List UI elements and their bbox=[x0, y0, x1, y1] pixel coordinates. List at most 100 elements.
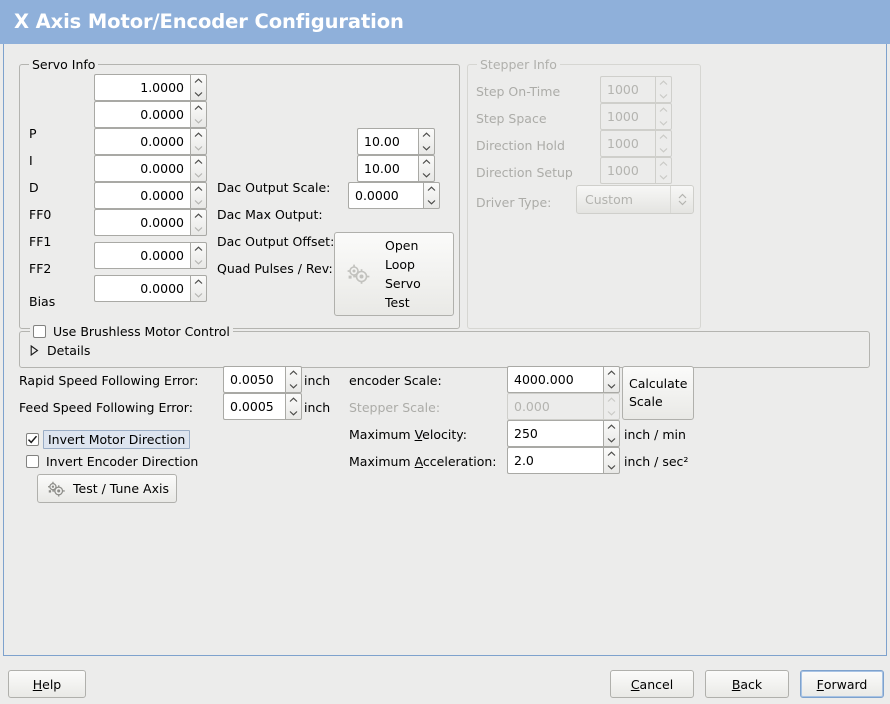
calculate-scale-button[interactable]: Calculate Scale bbox=[622, 366, 694, 420]
dac-output-offset-buttons[interactable] bbox=[423, 182, 440, 209]
spin-up-icon[interactable] bbox=[604, 421, 619, 434]
spin-down-icon[interactable] bbox=[424, 196, 439, 209]
dac-output-scale-value[interactable]: 10.00 bbox=[357, 128, 418, 155]
dac-max-output-value[interactable]: 10.00 bbox=[357, 155, 418, 182]
rapid-following-error-buttons[interactable] bbox=[285, 366, 302, 393]
servo-spin-p-value[interactable]: 1.0000 bbox=[94, 74, 190, 101]
feed-following-error-value[interactable]: 0.0005 bbox=[223, 393, 285, 420]
maximum-acceleration-value[interactable]: 2.0 bbox=[507, 447, 603, 474]
servo-spin-ff0-buttons[interactable] bbox=[190, 155, 207, 182]
spin-up-icon[interactable] bbox=[191, 210, 206, 223]
spin-down-icon[interactable] bbox=[191, 223, 206, 236]
servo-spin-ff2[interactable]: 0.0000 bbox=[94, 209, 207, 236]
dac-max-output-spin[interactable]: 10.00 bbox=[357, 155, 435, 182]
servo-spin-d-buttons[interactable] bbox=[190, 128, 207, 155]
maximum-velocity-spin[interactable]: 250 bbox=[507, 420, 620, 447]
servo-spin-i-value[interactable]: 0.0000 bbox=[94, 101, 190, 128]
spin-up-icon[interactable] bbox=[604, 367, 619, 380]
maximum-velocity-buttons[interactable] bbox=[603, 420, 620, 447]
spin-up-icon[interactable] bbox=[424, 183, 439, 196]
maximum-acceleration-spin[interactable]: 2.0 bbox=[507, 447, 620, 474]
spin-down-icon[interactable] bbox=[604, 434, 619, 447]
servo-spin-ff1-buttons[interactable] bbox=[190, 182, 207, 209]
servo-spin-p-buttons[interactable] bbox=[190, 74, 207, 101]
invert-motor-direction-checkbox[interactable]: Invert Motor Direction bbox=[26, 430, 191, 449]
spin-up-icon[interactable] bbox=[191, 129, 206, 142]
rapid-following-error-value[interactable]: 0.0050 bbox=[223, 366, 285, 393]
spin-down-icon[interactable] bbox=[191, 115, 206, 128]
invert-encoder-direction-checkbox[interactable]: Invert Encoder Direction bbox=[26, 454, 198, 469]
servo-spin-ff2-buttons[interactable] bbox=[190, 209, 207, 236]
spin-down-icon[interactable] bbox=[191, 88, 206, 101]
servo-spin-i-buttons[interactable] bbox=[190, 101, 207, 128]
spin-up-icon bbox=[656, 158, 671, 171]
spin-up-icon[interactable] bbox=[191, 183, 206, 196]
checkbox-box[interactable] bbox=[33, 325, 46, 338]
details-expander[interactable]: Details bbox=[30, 343, 90, 358]
test-tune-axis-button[interactable]: Test / Tune Axis bbox=[37, 474, 177, 503]
encoder-scale-value[interactable]: 4000.000 bbox=[507, 366, 603, 393]
spin-down-icon[interactable] bbox=[604, 461, 619, 474]
feed-following-error-spin[interactable]: 0.0005 bbox=[223, 393, 302, 420]
servo-spin-ff0[interactable]: 0.0000 bbox=[94, 155, 207, 182]
spin-down-icon[interactable] bbox=[604, 380, 619, 393]
spin-up-icon[interactable] bbox=[191, 75, 206, 88]
spin-up-icon[interactable] bbox=[191, 243, 206, 256]
dac-output-offset-value[interactable]: 0.0000 bbox=[348, 182, 423, 209]
checkbox-box-checked[interactable] bbox=[26, 433, 39, 446]
spin-down-icon bbox=[656, 144, 671, 157]
spin-down-icon[interactable] bbox=[419, 169, 434, 182]
spin-down-icon[interactable] bbox=[191, 289, 206, 302]
open-loop-servo-test-button[interactable]: Open Loop Servo Test bbox=[334, 232, 454, 316]
encoder-scale-buttons[interactable] bbox=[603, 366, 620, 393]
maximum-velocity-value[interactable]: 250 bbox=[507, 420, 603, 447]
driver-type-label: Driver Type: bbox=[476, 195, 552, 210]
checkbox-box[interactable] bbox=[26, 455, 39, 468]
use-brushless-motor-control-checkbox[interactable]: Use Brushless Motor Control bbox=[30, 324, 233, 339]
servo-spin-bias-value[interactable]: 0.0000 bbox=[94, 242, 190, 269]
servo-spin-ff1[interactable]: 0.0000 bbox=[94, 182, 207, 209]
spin-down-icon[interactable] bbox=[419, 142, 434, 155]
spin-up-icon[interactable] bbox=[286, 394, 301, 407]
spin-up-icon[interactable] bbox=[419, 156, 434, 169]
servo-spin-bias[interactable]: 0.0000 bbox=[94, 242, 207, 269]
spin-up-icon[interactable] bbox=[419, 129, 434, 142]
servo-spin-deadband-value[interactable]: 0.0000 bbox=[94, 275, 190, 302]
servo-spin-deadband[interactable]: 0.0000 bbox=[94, 275, 207, 302]
servo-spin-d-value[interactable]: 0.0000 bbox=[94, 128, 190, 155]
spin-up-icon[interactable] bbox=[191, 102, 206, 115]
direction-setup-value: 1000 bbox=[600, 157, 655, 184]
feed-following-error-buttons[interactable] bbox=[285, 393, 302, 420]
servo-spin-deadband-buttons[interactable] bbox=[190, 275, 207, 302]
spin-down-icon[interactable] bbox=[191, 256, 206, 269]
dac-output-offset-label: Dac Output Offset: bbox=[217, 234, 335, 249]
spin-down-icon[interactable] bbox=[286, 407, 301, 420]
dac-output-offset-spin[interactable]: 0.0000 bbox=[348, 182, 440, 209]
dac-max-output-buttons[interactable] bbox=[418, 155, 435, 182]
dac-output-scale-buttons[interactable] bbox=[418, 128, 435, 155]
spin-down-icon[interactable] bbox=[191, 196, 206, 209]
servo-spin-ff0-value[interactable]: 0.0000 bbox=[94, 155, 190, 182]
servo-spin-d[interactable]: 0.0000 bbox=[94, 128, 207, 155]
servo-spin-p[interactable]: 1.0000 bbox=[94, 74, 207, 101]
spin-down-icon[interactable] bbox=[286, 380, 301, 393]
spin-up-icon[interactable] bbox=[191, 156, 206, 169]
servo-spin-bias-buttons[interactable] bbox=[190, 242, 207, 269]
spin-down-icon[interactable] bbox=[191, 142, 206, 155]
spin-up-icon[interactable] bbox=[604, 448, 619, 461]
dac-output-scale-spin[interactable]: 10.00 bbox=[357, 128, 435, 155]
maximum-acceleration-buttons[interactable] bbox=[603, 447, 620, 474]
triangle-right-icon[interactable] bbox=[30, 345, 39, 356]
rapid-following-error-spin[interactable]: 0.0050 bbox=[223, 366, 302, 393]
spin-up-icon[interactable] bbox=[286, 367, 301, 380]
servo-spin-i[interactable]: 0.0000 bbox=[94, 101, 207, 128]
servo-spin-ff2-value[interactable]: 0.0000 bbox=[94, 209, 190, 236]
servo-spin-ff1-value[interactable]: 0.0000 bbox=[94, 182, 190, 209]
encoder-scale-spin[interactable]: 4000.000 bbox=[507, 366, 620, 393]
spin-up-icon[interactable] bbox=[191, 276, 206, 289]
spin-down-icon[interactable] bbox=[191, 169, 206, 182]
